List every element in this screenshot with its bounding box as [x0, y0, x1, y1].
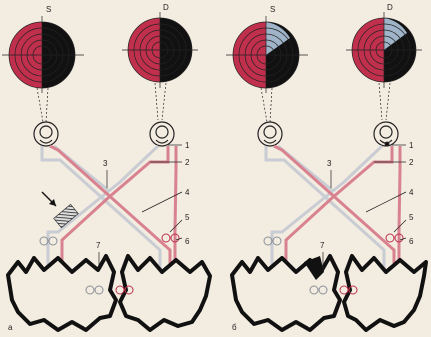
- occipital-cortex: [8, 256, 210, 330]
- callout-2: 2: [185, 158, 190, 167]
- callout-5: 5: [185, 213, 190, 222]
- visual-field-left: S: [226, 5, 308, 93]
- callout-1: 1: [185, 141, 190, 150]
- lesion-marker: [54, 204, 79, 227]
- eye-left: [258, 122, 282, 146]
- panel-b: S D: [226, 3, 426, 332]
- callout-7: 7: [320, 241, 325, 250]
- field-label-s: S: [46, 5, 51, 14]
- visual-field-right: D: [346, 3, 424, 88]
- callout-3: 3: [327, 159, 332, 168]
- panel-letter: а: [8, 323, 13, 332]
- callout-7: 7: [96, 241, 101, 250]
- panel-a: S D: [2, 3, 210, 332]
- callout-6: 6: [185, 237, 190, 246]
- visual-field-right: D: [122, 3, 200, 88]
- callout-1: 1: [409, 141, 414, 150]
- callout-4: 4: [185, 188, 190, 197]
- eye-left: [34, 122, 58, 146]
- occipital-cortex: [232, 256, 426, 330]
- projection-lines: [37, 83, 166, 122]
- eye-right: [374, 122, 398, 146]
- callout-3: 3: [103, 159, 108, 168]
- callout-4: 4: [409, 188, 414, 197]
- panel-letter: б: [232, 323, 237, 332]
- projection-lines: [261, 83, 390, 122]
- field-label-s: S: [270, 5, 275, 14]
- callout-2: 2: [409, 158, 414, 167]
- field-label-d: D: [163, 3, 169, 12]
- visual-field-left: S: [2, 5, 84, 93]
- eye-right: [150, 122, 174, 146]
- callout-6: 6: [409, 237, 414, 246]
- field-label-d: D: [387, 3, 393, 12]
- callout-5: 5: [409, 213, 414, 222]
